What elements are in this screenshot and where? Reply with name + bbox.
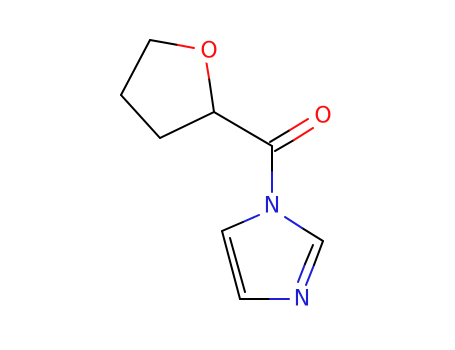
- imidazole-n3-label: N: [294, 287, 310, 312]
- bond-o1-c5-red: [177, 44, 195, 49]
- bond-c3-c2: [159, 111, 215, 139]
- bond-c5-c4: [221, 230, 241, 300]
- bond-c2-n1: [301, 227, 324, 242]
- imidazole-n1-label: N: [264, 194, 280, 219]
- atom-labels: O O N N: [197, 39, 335, 312]
- bond-n1-c5: [221, 221, 244, 232]
- bond-c2-n1-blue: [284, 216, 303, 229]
- tetrahydrofuran-ring: [120, 39, 215, 139]
- bond-c4-c3: [120, 94, 161, 139]
- bond-c2-carbonyl: [213, 111, 273, 147]
- bond-c2-o1: [208, 77, 215, 113]
- bond-carbonyl-double-2a: [274, 139, 295, 152]
- bond-n1-c5-blue: [242, 214, 260, 223]
- bond-n3-c2: [313, 240, 324, 266]
- imidazole-ring: [221, 214, 324, 300]
- bond-n3-c2-inner: [304, 244, 314, 265]
- bond-o1-c2-red: [205, 59, 210, 79]
- carbonyl-group: [213, 111, 314, 193]
- bond-n3-c2-blue: [305, 264, 315, 286]
- bond-c5-c4: [120, 39, 151, 96]
- bond-carbonyl-double-1b: [289, 118, 309, 131]
- bond-c5-c4-inner: [229, 237, 246, 293]
- bond-c5-o1: [149, 39, 179, 46]
- bond-carbonyl-double-1a: [269, 129, 291, 143]
- bond-n3-c2-inner-blue: [297, 263, 306, 283]
- ring-oxygen-label: O: [200, 39, 217, 64]
- carbonyl-oxygen-label: O: [314, 104, 331, 129]
- bond-carbonyl-double-2b: [293, 127, 314, 141]
